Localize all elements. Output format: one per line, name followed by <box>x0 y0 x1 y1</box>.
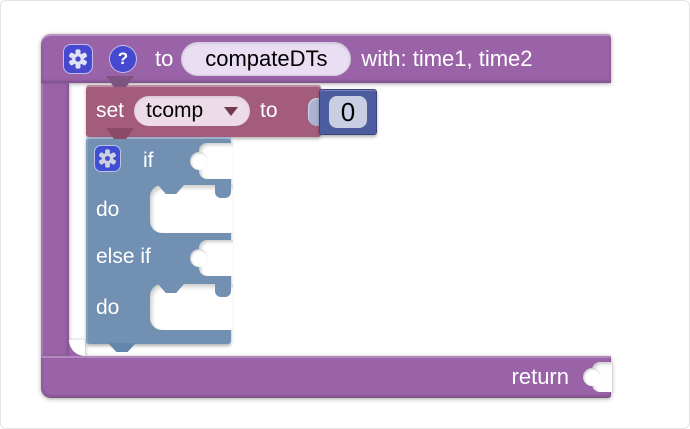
number-field[interactable]: 0 <box>329 96 367 128</box>
gear-icon <box>69 48 87 69</box>
return-label: return <box>511 364 569 389</box>
return-value-socket <box>583 362 612 392</box>
else-if-label: else if <box>96 245 151 268</box>
number-block[interactable]: 0 <box>319 89 377 135</box>
gear-icon <box>99 149 116 168</box>
set-label: set <box>96 99 125 122</box>
connection-notch <box>106 128 134 139</box>
next-connection-bump <box>108 343 136 352</box>
variable-dropdown[interactable]: tcomp <box>134 96 251 126</box>
do-label: do <box>96 296 120 319</box>
if-mutator-gear-icon[interactable] <box>94 145 121 172</box>
to-label: to <box>155 45 174 71</box>
set-to-label: to <box>260 99 278 122</box>
connection-notch <box>106 76 134 87</box>
if-condition-socket <box>190 143 233 179</box>
variable-name: tcomp <box>146 99 204 122</box>
function-name-field[interactable]: compateDTs <box>181 41 352 76</box>
params-label: with: time1, time2 <box>361 45 533 71</box>
if-block[interactable]: if do else if do <box>86 128 233 352</box>
function-definition-block[interactable]: ? to compateDTs with: time1, time2 retur… <box>41 34 612 398</box>
function-block-header: ? to compateDTs with: time1, time2 <box>41 34 611 83</box>
question-glyph: ? <box>117 48 129 68</box>
statement-notch <box>158 284 184 293</box>
if-label: if <box>143 149 154 172</box>
do-label: do <box>96 198 120 221</box>
do-statement-input <box>150 185 233 233</box>
function-block-left-spine <box>41 83 69 356</box>
else-if-condition-socket <box>190 240 233 276</box>
inner-corner <box>69 340 85 356</box>
statement-overhang <box>215 185 231 198</box>
function-block-footer: return <box>41 356 611 398</box>
do-statement-input <box>150 284 233 330</box>
chevron-down-icon <box>224 106 239 116</box>
help-icon[interactable]: ? <box>109 44 137 73</box>
statement-overhang <box>215 284 231 297</box>
mutator-gear-icon[interactable] <box>63 43 93 74</box>
statement-notch <box>158 185 184 194</box>
